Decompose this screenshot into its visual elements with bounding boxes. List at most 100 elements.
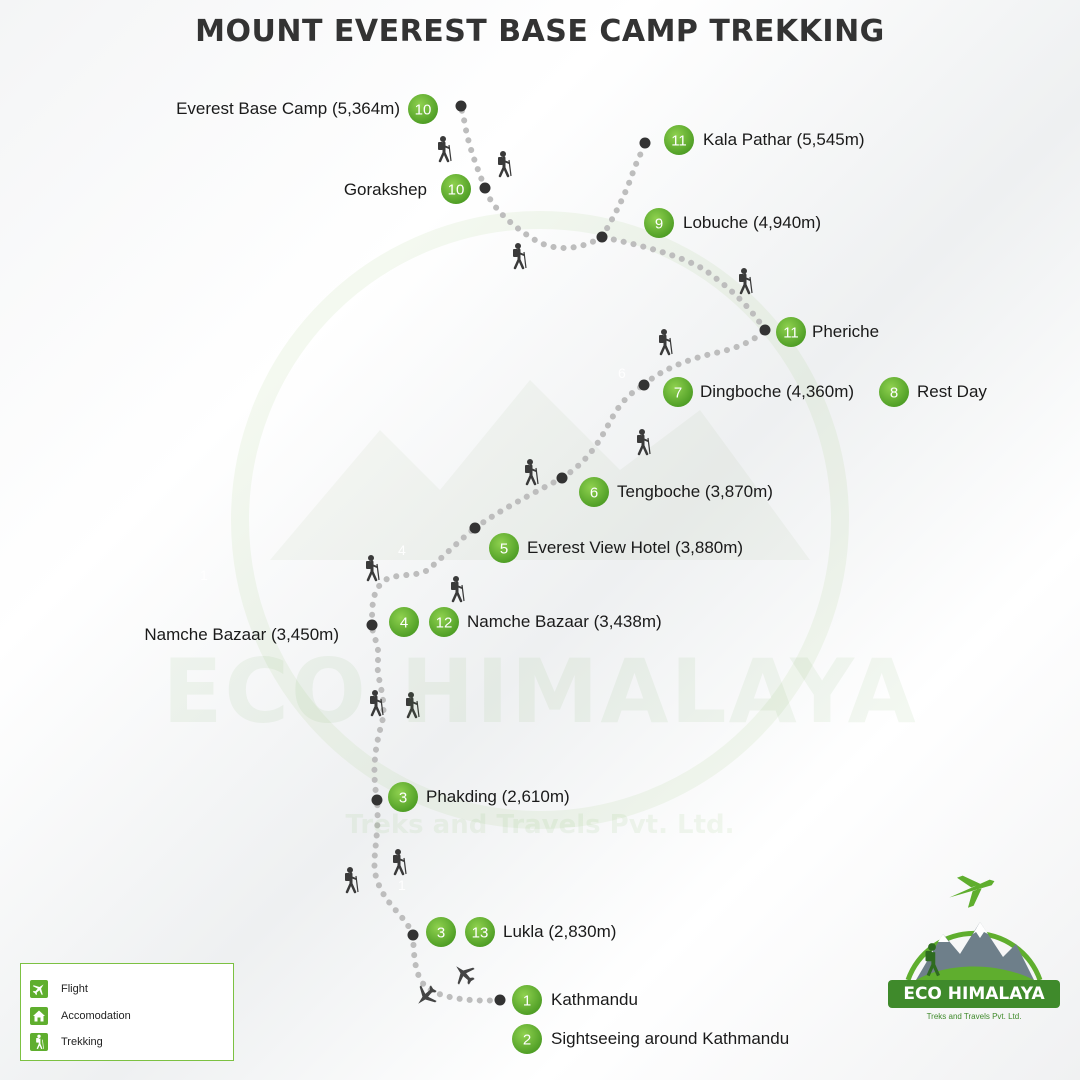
- stop-label-everest-view[interactable]: Everest View Hotel (3,880m): [527, 538, 744, 557]
- route-node-tengboche[interactable]: [556, 472, 568, 484]
- badge-sightseeing: 2: [512, 1024, 542, 1054]
- ghost-number: 1: [398, 877, 406, 893]
- legend-item-accommodation: Accomodation: [30, 1006, 131, 1026]
- legend-label: Trekking: [61, 1036, 103, 1048]
- route-node-dingboche[interactable]: [638, 379, 650, 391]
- stop-label-dingboche[interactable]: Dingboche (4,360m): [700, 382, 855, 401]
- route-node-phakding[interactable]: [371, 794, 383, 806]
- badge-number: 3: [399, 790, 407, 807]
- badge-number: 3: [437, 925, 445, 942]
- legend-item-flight: Flight: [30, 979, 88, 999]
- badge-number: 4: [400, 615, 408, 632]
- stop-label-namche-438[interactable]: Namche Bazaar (3,438m): [467, 612, 662, 631]
- airplane-icon: [410, 980, 442, 1012]
- badge-lobuche: 9: [644, 208, 674, 238]
- badge-number: 10: [415, 102, 432, 119]
- stop-label-kathmandu[interactable]: Kathmandu: [551, 990, 638, 1009]
- badge-namche-day12: 12: [429, 607, 459, 637]
- badge-lukla-day13: 13: [465, 917, 495, 947]
- hiker-icon: [436, 134, 453, 163]
- stop-label-pheriche[interactable]: Pheriche: [812, 322, 880, 341]
- stop-label-ebc[interactable]: Everest Base Camp (5,364m): [176, 99, 400, 118]
- route-node-kathmandu[interactable]: [494, 994, 506, 1006]
- badge-number: 13: [472, 925, 489, 942]
- badge-kala-pathar: 11: [664, 125, 694, 155]
- stop-label-namche-450[interactable]: Namche Bazaar (3,450m): [144, 625, 339, 644]
- badge-pheriche: 11: [776, 317, 806, 347]
- route-node-lobuche[interactable]: [596, 231, 608, 243]
- map-legend: Flight Accomodation Trekking: [20, 963, 234, 1061]
- hiker-icon: [449, 574, 466, 603]
- route-node-kala-pathar[interactable]: [639, 137, 651, 149]
- airplane-icon: [30, 980, 48, 998]
- route-lukla-phakding: [371, 797, 416, 938]
- stop-label-sightseeing[interactable]: Sightseeing around Kathmandu: [551, 1029, 790, 1048]
- route-phakding-namche: [369, 622, 387, 803]
- badge-namche-day4: 4: [389, 607, 419, 637]
- badge-gorakshep: 10: [441, 174, 471, 204]
- ghost-number: 4: [398, 542, 406, 558]
- route-everestview-tengboche: [472, 475, 565, 531]
- airplane-icon: [949, 875, 995, 908]
- legend-item-trekking: Trekking: [30, 1032, 103, 1052]
- stop-label-rest-day[interactable]: Rest Day: [917, 382, 987, 401]
- stop-label-tengboche[interactable]: Tengboche (3,870m): [617, 482, 773, 501]
- logo-name: ECO HIMALAYA: [888, 980, 1060, 1008]
- route-tengboche-dingboche: [559, 382, 647, 481]
- route-namche-ascent: [369, 525, 478, 628]
- hiker-icon: [30, 1033, 48, 1051]
- badge-number: 11: [671, 133, 687, 150]
- legend-label: Accomodation: [61, 1010, 131, 1022]
- badge-ebc: 10: [408, 94, 438, 124]
- route-node-everest-view[interactable]: [469, 522, 481, 534]
- stop-label-gorakshep[interactable]: Gorakshep: [343, 180, 427, 199]
- badge-rest-day: 8: [879, 377, 909, 407]
- route-node-gorakshep[interactable]: [479, 182, 491, 194]
- badge-phakding: 3: [388, 782, 418, 812]
- route-dingboche-pheriche: [641, 327, 768, 388]
- ghost-number: 1: [200, 567, 208, 583]
- watermark-circle: [231, 211, 849, 829]
- route-node-pheriche[interactable]: [759, 324, 771, 336]
- badge-kathmandu: 1: [512, 985, 542, 1015]
- hiker-icon: [343, 865, 360, 894]
- page-title: MOUNT EVEREST BASE CAMP TREKKING: [195, 14, 885, 49]
- badge-number: 9: [655, 216, 663, 233]
- badge-number: 6: [590, 485, 598, 502]
- company-logo: ECO HIMALAYA Treks and Travels Pvt. Ltd.: [888, 862, 1060, 1042]
- stop-label-lukla[interactable]: Lukla (2,830m): [503, 922, 617, 941]
- watermark-mountains: [270, 380, 810, 560]
- hiker-icon: [925, 943, 940, 977]
- badge-number: 10: [448, 182, 465, 199]
- logo-tagline: Treks and Travels Pvt. Ltd.: [926, 1012, 1022, 1021]
- route-lobuche-kalapathar: [599, 140, 648, 240]
- route-node-lukla[interactable]: [407, 929, 419, 941]
- hiker-icon: [657, 327, 674, 356]
- hiker-icon: [496, 149, 513, 178]
- badge-number: 11: [783, 325, 799, 342]
- logo-emblem: [905, 875, 1043, 981]
- stop-label-kala-pathar[interactable]: Kala Pathar (5,545m): [703, 130, 865, 149]
- airplane-icon: [448, 958, 480, 990]
- legend-label: Flight: [61, 983, 88, 995]
- route-lobuche-gorakshep: [482, 185, 605, 251]
- badge-number: 2: [523, 1032, 531, 1049]
- badge-lukla-day3: 3: [426, 917, 456, 947]
- ghost-number: 6: [618, 365, 626, 381]
- house-icon: [30, 1007, 48, 1025]
- route-pheriche-lobuche: [599, 234, 768, 333]
- badge-number: 7: [674, 385, 682, 402]
- badge-tengboche: 6: [579, 477, 609, 507]
- badge-number: 12: [436, 615, 453, 632]
- stop-label-phakding[interactable]: Phakding (2,610m): [426, 787, 570, 806]
- hiker-icon: [391, 847, 408, 876]
- badge-number: 1: [523, 993, 531, 1010]
- route-node-ebc[interactable]: [455, 100, 467, 112]
- badge-dingboche: 7: [663, 377, 693, 407]
- route-gorakshep-ebc: [458, 103, 488, 191]
- badge-number: 5: [500, 541, 508, 558]
- route-node-namche[interactable]: [366, 619, 378, 631]
- watermark-name: ECO HIMALAYA: [162, 640, 918, 743]
- stop-label-lobuche[interactable]: Lobuche (4,940m): [683, 213, 821, 232]
